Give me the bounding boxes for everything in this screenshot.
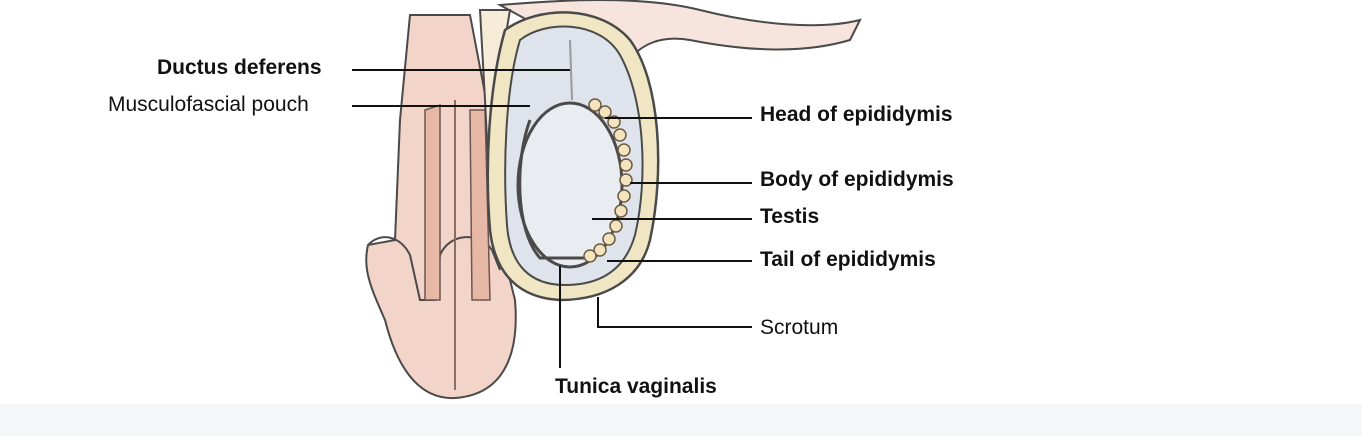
corpus-inner: [425, 105, 440, 300]
label-scrotum: Scrotum: [760, 317, 838, 338]
label-head-of-epididymis: Head of epididymis: [760, 104, 953, 125]
label-testis: Testis: [760, 206, 819, 227]
leader-scrotum: [598, 297, 752, 327]
label-ductus-deferens: Ductus deferens: [157, 57, 322, 78]
label-body-of-epididymis: Body of epididymis: [760, 169, 954, 190]
label-tunica-vaginalis: Tunica vaginalis: [555, 376, 717, 397]
label-tail-of-epididymis: Tail of epididymis: [760, 249, 936, 270]
label-musculofascial-pouch: Musculofascial pouch: [108, 94, 309, 115]
